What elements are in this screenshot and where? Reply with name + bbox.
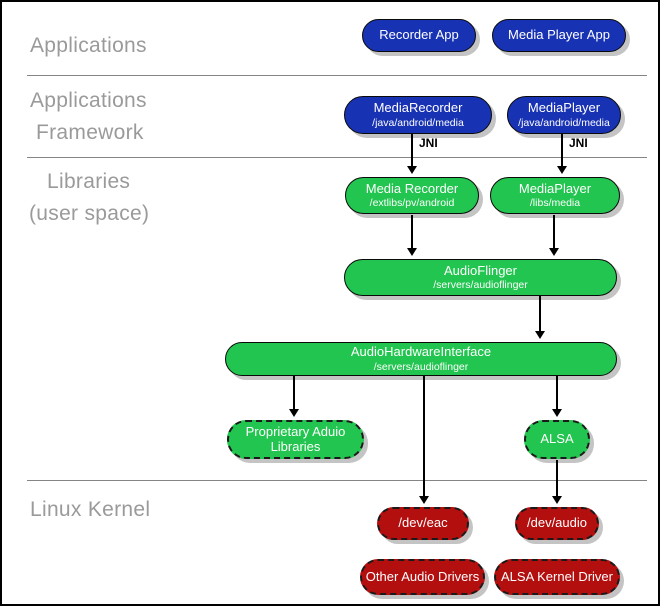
- node-subtitle: /servers/audioflinger: [433, 279, 528, 292]
- arrow-line-recorder-to-audioflinger: [411, 215, 413, 248]
- layer-label-libraries-line2: (user space): [29, 202, 150, 225]
- node-mediaplayer-framework: MediaPlayer /java/android/media: [507, 96, 621, 134]
- node-subtitle: /servers/audioflinger: [373, 360, 469, 373]
- node-other-audio-drivers: Other Audio Drivers: [360, 559, 485, 595]
- layer-divider-applications: [27, 75, 647, 76]
- node-title: MediaPlayer: [527, 100, 601, 115]
- node-subtitle: /libs/media: [529, 197, 581, 210]
- layer-label-framework-line2: Framework: [36, 121, 144, 144]
- arrowhead-down-icon: [535, 331, 545, 339]
- arrowhead-down-icon: [407, 166, 417, 174]
- node-title: /dev/eac: [398, 515, 448, 531]
- arrowhead-down-icon: [407, 248, 417, 256]
- layer-divider-kernel: [27, 480, 647, 481]
- node-dev-audio: /dev/audio: [515, 507, 599, 540]
- node-title: Other Audio Drivers: [365, 568, 480, 584]
- node-proprietary-audio-libraries: Proprietary Aduio Libraries: [227, 420, 364, 459]
- arrowhead-down-icon: [289, 409, 299, 417]
- arrow-line-mediaplayer-jni: [561, 134, 563, 166]
- node-title: /dev/audio: [527, 515, 587, 531]
- node-dev-eac: /dev/eac: [377, 507, 469, 540]
- node-audiohardwareinterface: AudioHardwareInterface /servers/audiofli…: [225, 342, 617, 376]
- node-title: ALSA: [540, 431, 574, 447]
- node-alsa: ALSA: [524, 420, 590, 459]
- layer-label-applications: Applications: [30, 34, 147, 57]
- node-title: Media Player App: [508, 27, 610, 43]
- node-subtitle: /extlibs/pv/android: [369, 197, 455, 210]
- arrowhead-down-icon: [552, 496, 562, 504]
- node-recorder-app: Recorder App: [362, 19, 476, 52]
- node-title: AudioFlinger: [444, 262, 517, 278]
- arrow-line-ahi-to-proprietary: [293, 376, 295, 409]
- node-title: Proprietary Aduio Libraries: [245, 423, 346, 454]
- layer-label-linux-kernel: Linux Kernel: [30, 498, 151, 521]
- layer-divider-framework: [27, 157, 647, 158]
- node-mediarecorder-framework: MediaRecorder /java/android/media: [344, 96, 492, 134]
- node-mediaplayer-lib: MediaPlayer /libs/media: [490, 177, 620, 214]
- arrowhead-down-icon: [552, 409, 562, 417]
- node-title: MediaRecorder: [373, 100, 463, 115]
- node-title: MediaPlayer: [518, 180, 592, 196]
- node-subtitle: /java/android/media: [372, 116, 464, 129]
- node-title: Recorder App: [379, 27, 459, 43]
- node-alsa-kernel-driver: ALSA Kernel Driver: [494, 559, 620, 595]
- node-media-player-app: Media Player App: [492, 19, 626, 52]
- jni-label-left: JNI: [419, 136, 438, 150]
- node-subtitle: /java/android/media: [518, 116, 610, 129]
- arrowhead-down-icon: [419, 496, 429, 504]
- node-title: AudioHardwareInterface: [350, 344, 492, 359]
- arrow-line-ahi-to-dev-eac: [423, 376, 425, 496]
- node-title: ALSA Kernel Driver: [501, 568, 613, 584]
- arrow-line-ahi-to-alsa: [556, 376, 558, 409]
- node-audioflinger: AudioFlinger /servers/audioflinger: [344, 259, 617, 296]
- jni-label-right: JNI: [569, 136, 588, 150]
- arrowhead-down-icon: [549, 248, 559, 256]
- arrowhead-down-icon: [557, 166, 567, 174]
- arrow-line-audioflinger-to-ahi: [539, 296, 541, 331]
- arrow-line-player-to-audioflinger: [553, 215, 555, 248]
- layer-label-libraries-line1: Libraries: [47, 170, 131, 193]
- node-title: Media Recorder: [365, 180, 459, 196]
- node-media-recorder-lib: Media Recorder /extlibs/pv/android: [345, 177, 479, 214]
- arrow-line-alsa-to-dev-audio: [556, 460, 558, 496]
- arrow-line-mediarecorder-jni: [411, 134, 413, 166]
- layer-label-framework-line1: Applications: [30, 89, 147, 112]
